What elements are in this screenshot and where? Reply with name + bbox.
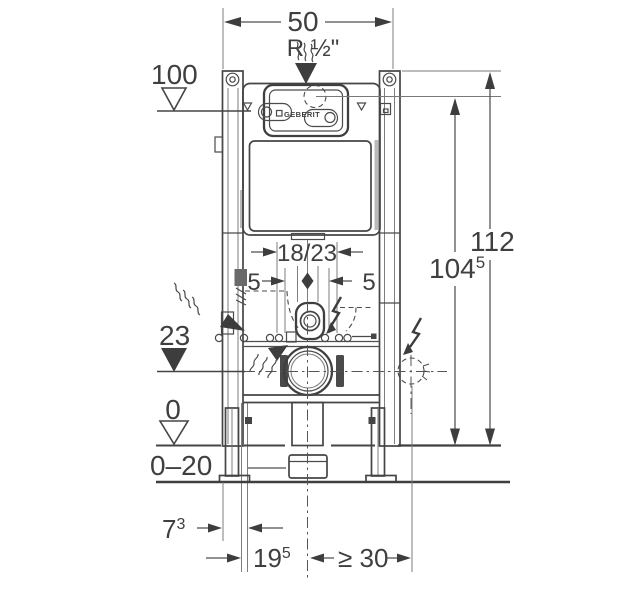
frame-left-rail [214, 70, 247, 447]
arrow-right-icon [227, 553, 241, 563]
water-inlet-elbow [294, 301, 326, 341]
dimension-offsets: 5 5 [247, 266, 376, 333]
arrow-up-right-icon [268, 345, 288, 361]
dim-18-23-label: 18/23 [277, 240, 337, 267]
arrow-down-icon [450, 428, 460, 446]
supply-label: R ½" [287, 35, 340, 84]
dim-7-3-label: 73 [162, 514, 185, 544]
level-23: 23 [157, 320, 245, 373]
level-0: 0 0–20 [150, 394, 212, 481]
dim-112-label: 112 [470, 226, 515, 257]
dim-104-5-label: 1045 [429, 253, 485, 284]
center-diamond-icon [301, 272, 314, 290]
mounting-rail [214, 331, 380, 348]
arrow-right-icon [263, 247, 277, 257]
power-bolt-inlet [326, 296, 343, 334]
arrow-right-icon [397, 553, 411, 563]
arrow-right-icon [208, 523, 222, 533]
wall-bracket [234, 269, 247, 286]
level-100-label: 100 [151, 59, 198, 90]
dim-5-left-label: 5 [247, 269, 260, 296]
concealed-cistern: GEBERIT [242, 82, 501, 241]
flush-plate-window [262, 83, 350, 138]
arrow-right-icon [375, 17, 392, 27]
dimension-width-top: 50 [222, 6, 394, 69]
dim-ge-30-label: ≥ 30 [338, 543, 388, 573]
arrow-down-icon [295, 63, 317, 84]
level-triangle-open-icon [160, 87, 188, 112]
level-mark-icon [356, 102, 367, 112]
dimension-height-total: 112 [402, 70, 515, 446]
dim-width-top-label: 50 [287, 6, 318, 37]
level-100: 100 [151, 59, 251, 112]
power-bolt-side [397, 317, 431, 385]
dimension-height-plate: 1045 [429, 98, 485, 446]
drain-pipe [291, 401, 324, 447]
bolt-arrow-icon [403, 343, 413, 355]
frame-right-rail [374, 70, 401, 447]
level-0-label: 0 [165, 394, 181, 425]
flush-button-right [303, 108, 339, 128]
level-triangle-filled-icon [161, 348, 187, 372]
dimension-front-depth: 73 [162, 514, 283, 544]
leg-pin-icon [368, 417, 376, 424]
bolt-arrow-icon [326, 322, 336, 334]
brand-label: GEBERIT [284, 110, 320, 119]
arrow-right-icon [271, 276, 285, 286]
level-triangle-open-icon [158, 420, 190, 446]
level-23-label: 23 [159, 320, 190, 351]
flush-button-left [257, 102, 293, 122]
floor-range-label: 0–20 [150, 450, 212, 481]
hidden-contour [245, 290, 371, 332]
cistern-access-panel [248, 140, 372, 232]
arrow-left-icon [310, 553, 324, 563]
flow-arrow-flush [249, 345, 288, 379]
dimension-outlet-offset: 195 [206, 543, 291, 573]
flow-arrow-supply [173, 282, 245, 331]
dimension-side-clearance: ≥ 30 [310, 543, 411, 573]
level-mark-icon [242, 102, 253, 112]
screw-hole-icon [382, 72, 397, 87]
dim-5-right-label: 5 [362, 269, 375, 296]
arrow-down-right-icon [220, 314, 245, 331]
arrow-up-icon [450, 98, 460, 115]
arrow-up-icon [485, 72, 495, 89]
arrow-left-icon [224, 17, 241, 27]
supply-thread-label: R ½" [287, 35, 340, 62]
dim-19-5-label: 195 [253, 543, 291, 573]
screw-hole-icon [225, 72, 240, 87]
water-flow-icon [296, 41, 300, 61]
arrow-down-icon [485, 428, 495, 446]
arrow-left-icon [337, 247, 351, 257]
brand-logo-square [275, 109, 283, 117]
arrow-left-icon [248, 523, 262, 533]
leg-pin-icon [245, 417, 252, 424]
centerlines [222, 240, 447, 578]
floor-lines [156, 444, 510, 484]
arrow-left-icon [329, 276, 343, 286]
